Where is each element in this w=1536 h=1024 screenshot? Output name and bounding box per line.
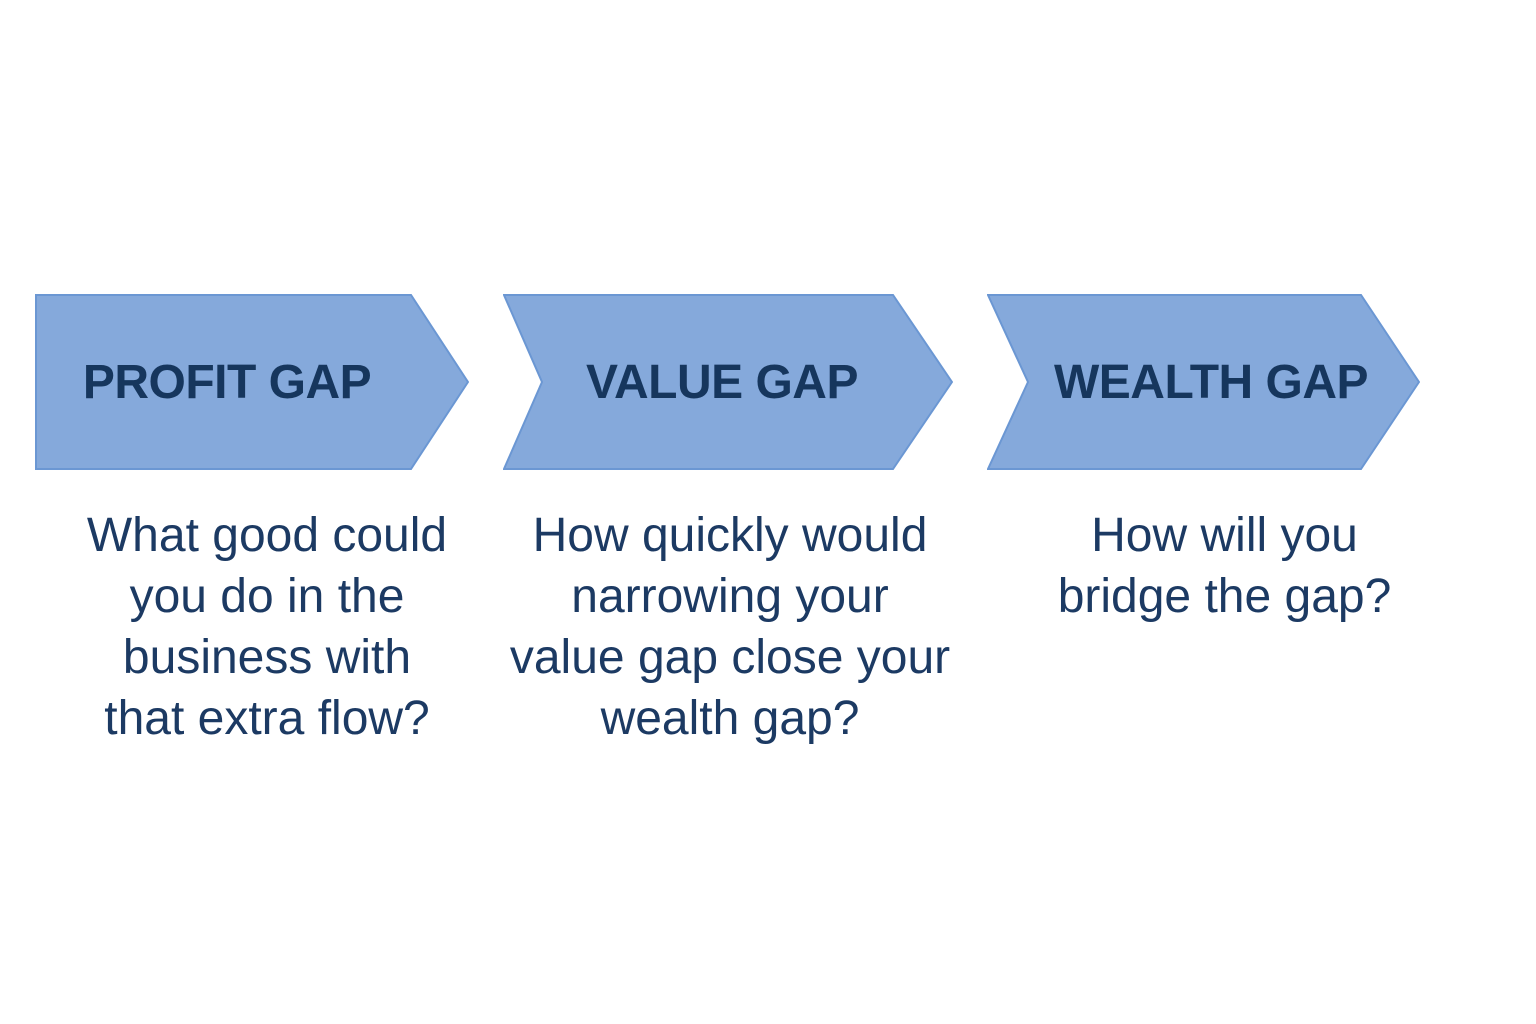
arrow-polygon <box>987 294 1420 470</box>
profit-gap-arrow: PROFIT GAP <box>35 294 469 470</box>
profit-gap-question: What good could you do in the business w… <box>86 509 448 745</box>
value-gap-question: How quickly would narrowing your value g… <box>509 509 951 745</box>
wealth-gap-label: WEALTH GAP <box>1053 355 1369 409</box>
arrow-shape-flat-left <box>35 294 469 470</box>
wealth-gap-arrow: WEALTH GAP <box>987 294 1420 470</box>
value-gap-label: VALUE GAP <box>586 355 858 409</box>
arrow-shape-chevron <box>987 294 1420 470</box>
arrow-polygon <box>503 294 953 470</box>
arrow-polygon <box>35 294 469 470</box>
value-gap-arrow: VALUE GAP <box>503 294 953 470</box>
profit-gap-label: PROFIT GAP <box>82 355 372 409</box>
arrow-shape-chevron <box>503 294 953 470</box>
wealth-gap-question: How will you bridge the gap? <box>1057 509 1392 623</box>
